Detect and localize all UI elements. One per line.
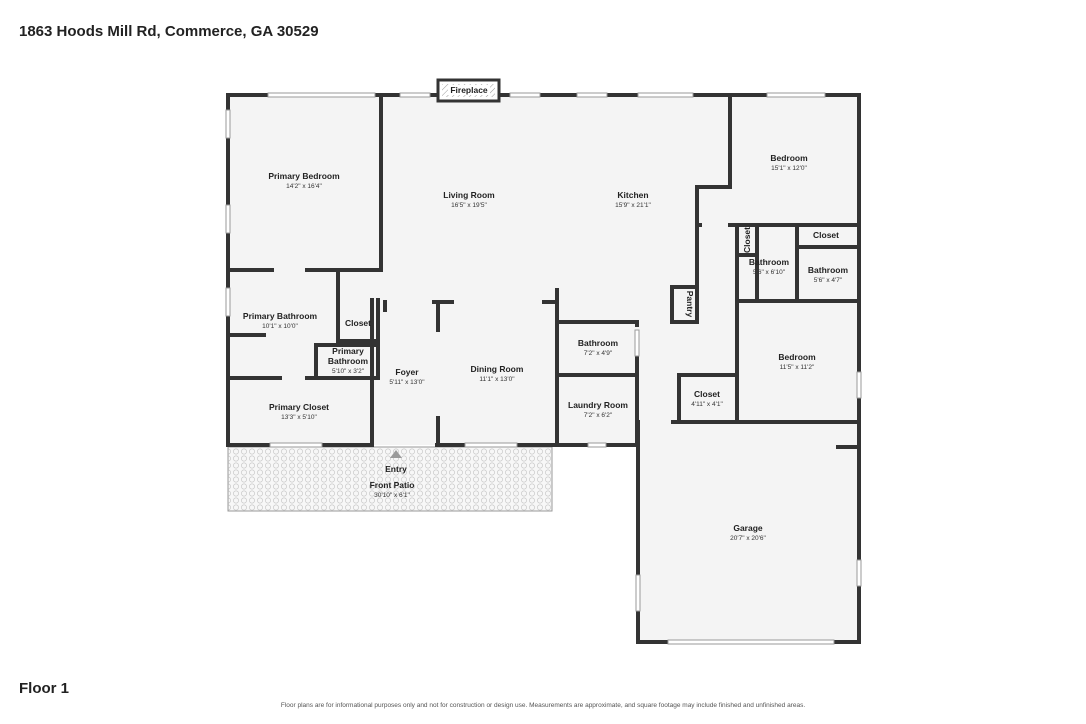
disclaimer: Floor plans are for informational purpos… — [280, 702, 806, 709]
primary-bathroom-small-name-2: Bathroom — [328, 356, 369, 366]
entry-label: Entry — [385, 464, 407, 474]
primary-closet-name: Primary Closet — [269, 402, 329, 412]
primary-bedroom-dim: 14'2" x 16'4" — [286, 183, 322, 190]
bathroom-center-name: Bathroom — [749, 257, 790, 267]
primary-bathroom-small-name-1: Primary — [332, 346, 364, 356]
living-room-dim: 16'5" x 19'5" — [451, 202, 487, 209]
closet-mid-dim: 4'11" x 4'1" — [691, 401, 723, 408]
windows — [225, 92, 862, 645]
primary-closet-dim: 13'3" x 5'10" — [281, 414, 317, 421]
entry-arrow-icon — [390, 450, 402, 458]
closet-vertical-name: Closet — [742, 227, 752, 253]
laundry-room-name: Laundry Room — [568, 400, 628, 410]
closet-small-name: Closet — [345, 318, 371, 328]
foyer-name: Foyer — [395, 367, 419, 377]
garage-dim: 20'7" x 20'6" — [730, 535, 766, 542]
kitchen-name: Kitchen — [617, 190, 648, 200]
bathroom-mid-dim: 7'2" x 4'9" — [584, 350, 613, 357]
fireplace: Fireplace — [436, 78, 501, 103]
front-patio-area — [227, 446, 553, 512]
dining-room-name: Dining Room — [471, 364, 524, 374]
closet-mid-name: Closet — [694, 389, 720, 399]
bedroom-2-name: Bedroom — [778, 352, 816, 362]
room-labels: Primary Bedroom 14'2" x 16'4" Living Roo… — [243, 153, 849, 542]
laundry-room-dim: 7'2" x 6'2" — [584, 412, 613, 419]
foyer-dim: 5'11" x 13'0" — [389, 379, 425, 386]
pantry-name: Pantry — [685, 291, 695, 318]
bathroom-center-dim: 5'6" x 6'10" — [753, 269, 786, 276]
bathroom-right-name: Bathroom — [808, 265, 849, 275]
bedroom-1-dim: 15'1" x 12'0" — [771, 165, 807, 172]
bedroom-1-name: Bedroom — [770, 153, 808, 163]
front-patio-name: Front Patio — [370, 480, 415, 490]
kitchen-dim: 15'9" x 21'1" — [615, 202, 651, 209]
floor-label: Floor 1 — [19, 680, 70, 697]
fireplace-label: Fireplace — [450, 85, 488, 95]
front-patio-dim: 30'10" x 6'1" — [374, 492, 410, 499]
primary-bathroom-small-dim: 5'10" x 3'2" — [332, 368, 365, 375]
property-address: 1863 Hoods Mill Rd, Commerce, GA 30529 — [19, 23, 319, 40]
living-room-name: Living Room — [443, 190, 495, 200]
primary-bathroom-dim: 10'1" x 10'0" — [262, 323, 298, 330]
bedroom-2-dim: 11'5" x 11'2" — [780, 364, 815, 371]
dining-room-dim: 11'1" x 13'0" — [479, 376, 515, 383]
bathroom-mid-name: Bathroom — [578, 338, 619, 348]
garage-name: Garage — [733, 523, 763, 533]
closet-top-right-name: Closet — [813, 230, 839, 240]
bathroom-right-dim: 5'6" x 4'7" — [814, 277, 843, 284]
primary-bedroom-name: Primary Bedroom — [268, 171, 340, 181]
primary-bathroom-name: Primary Bathroom — [243, 311, 318, 321]
